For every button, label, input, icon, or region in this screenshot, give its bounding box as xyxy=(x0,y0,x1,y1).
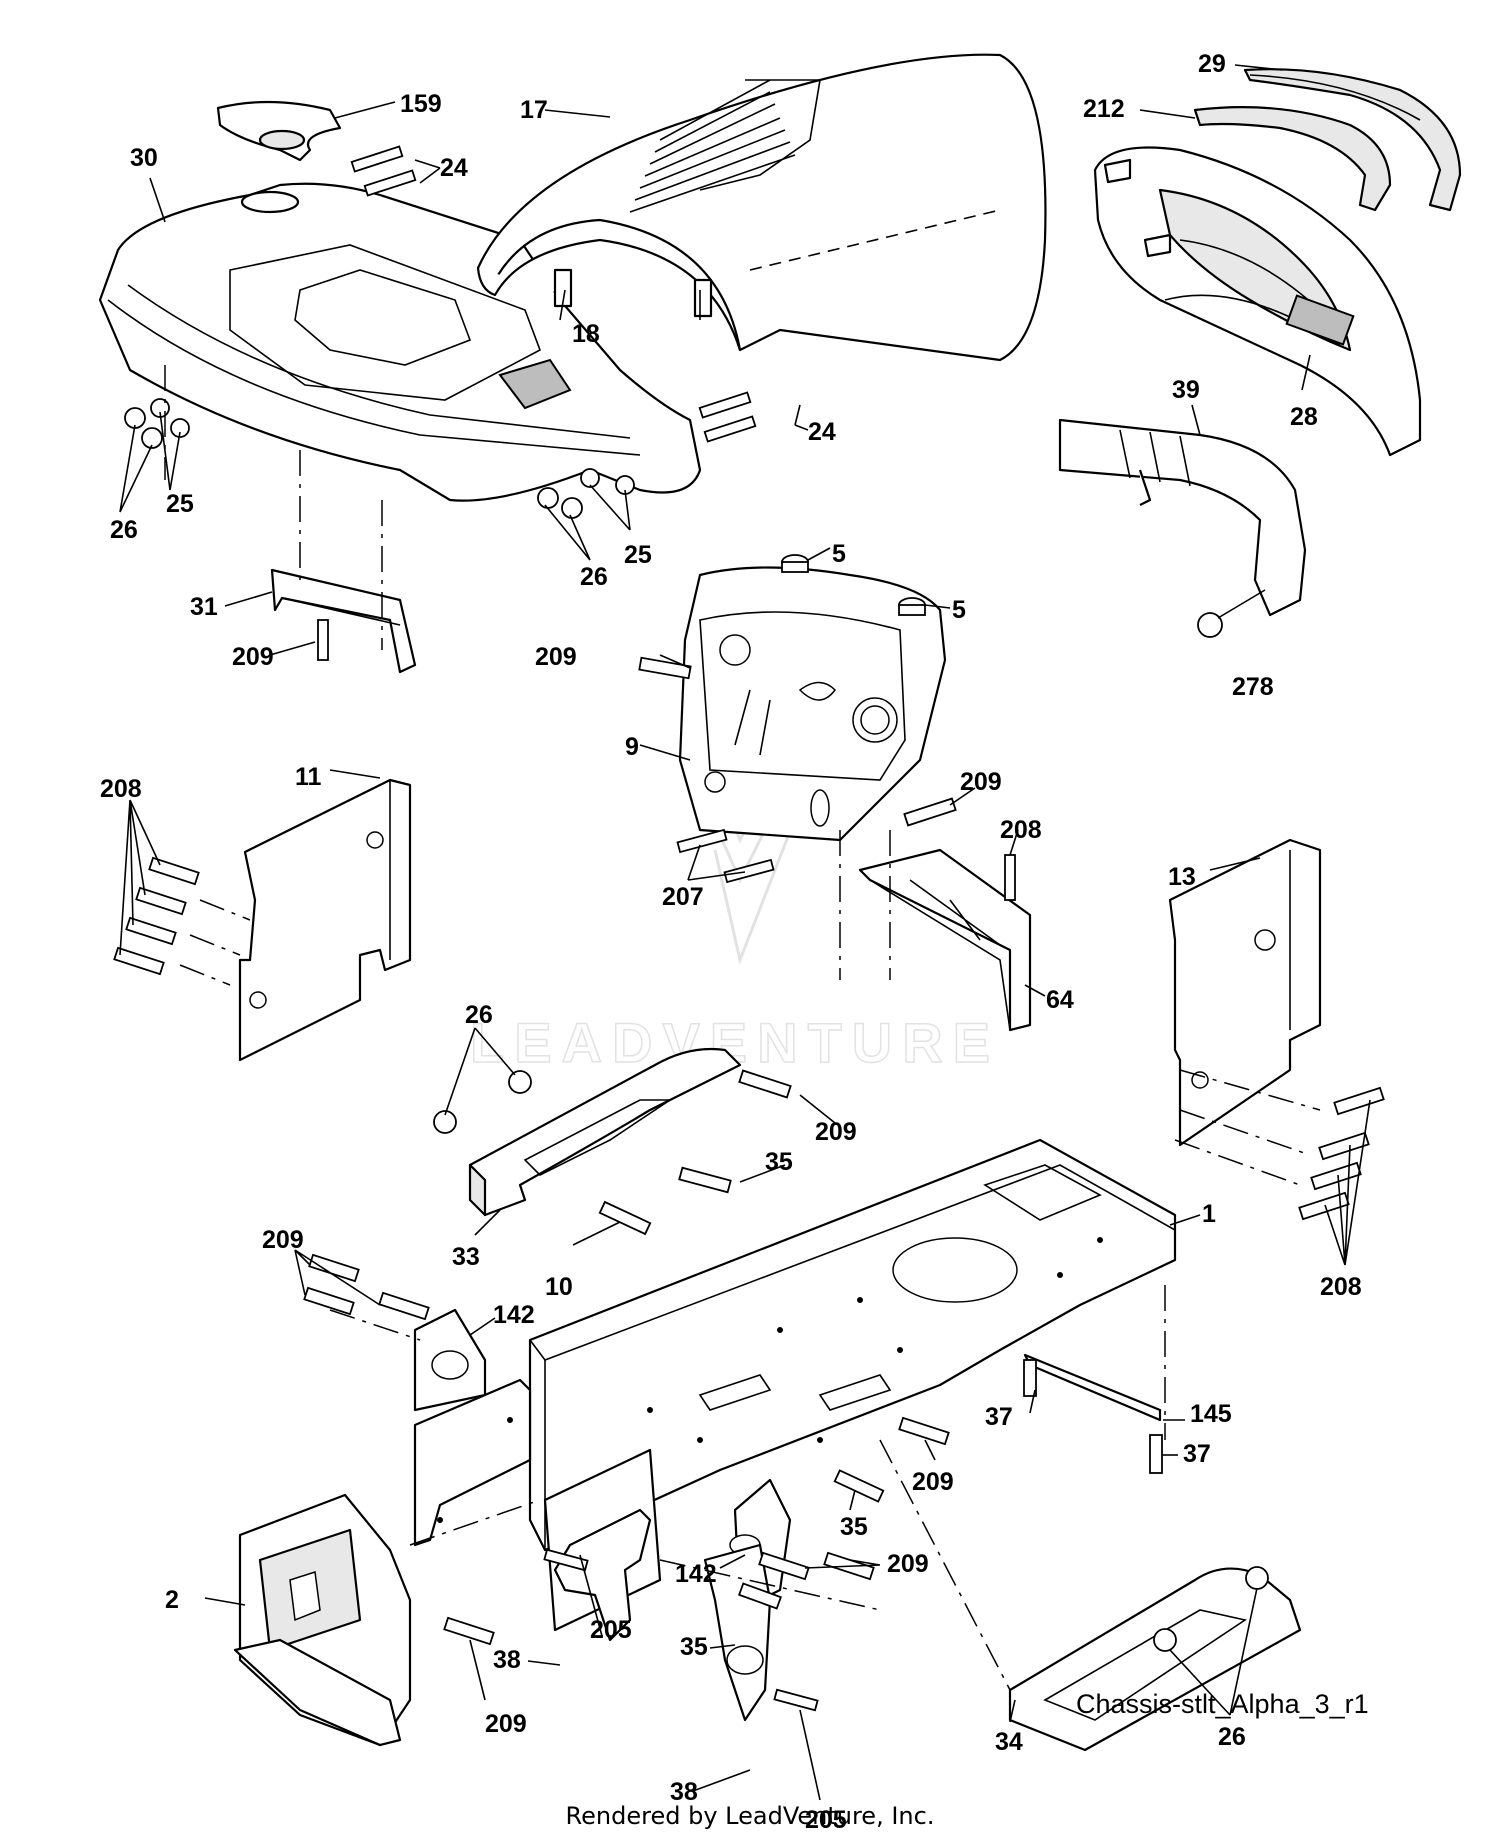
part-212-trim xyxy=(1193,106,1392,212)
callout-208: 208 xyxy=(100,775,142,803)
callout-25: 25 xyxy=(166,490,194,518)
callout-205: 205 xyxy=(805,1806,847,1834)
part-1-frame xyxy=(528,1138,1177,1552)
part-28-grille xyxy=(1093,146,1422,457)
callout-33: 33 xyxy=(452,1243,480,1271)
leader-lines xyxy=(119,64,1371,1801)
callout-142: 142 xyxy=(493,1301,535,1329)
part-2-bracket xyxy=(233,1493,412,1747)
callout-145: 145 xyxy=(1190,1400,1232,1428)
callout-38: 38 xyxy=(670,1778,698,1806)
callout-209: 209 xyxy=(912,1468,954,1496)
part-9-dash xyxy=(678,566,947,842)
assembly-lines xyxy=(164,365,1321,1691)
callout-142: 142 xyxy=(675,1560,717,1588)
callout-5: 5 xyxy=(832,540,846,568)
callout-24: 24 xyxy=(440,154,468,182)
callout-37: 37 xyxy=(1183,1440,1211,1468)
part-145-rod xyxy=(1023,1353,1162,1422)
part-39-bracket xyxy=(1058,418,1307,617)
callout-13: 13 xyxy=(1168,863,1196,891)
callout-35: 35 xyxy=(680,1633,708,1661)
hardware-fasteners xyxy=(113,145,1385,1712)
callout-209: 209 xyxy=(815,1118,857,1146)
callout-209: 209 xyxy=(485,1710,527,1738)
callouts: 159 24 30 17 18 29 212 28 39 278 26 25 2… xyxy=(100,50,1362,1834)
callout-18: 18 xyxy=(572,320,600,348)
diagram-title: Chassis-stlt_Alpha_3_r1 xyxy=(1076,1689,1369,1719)
render-credit: Rendered by LeadVenture, Inc. xyxy=(565,1802,935,1830)
part-30-fender xyxy=(98,182,702,502)
callout-1: 1 xyxy=(1202,1200,1216,1228)
part-159-cup xyxy=(216,100,342,162)
callout-25: 25 xyxy=(624,541,652,569)
part-33-footrest xyxy=(468,1047,742,1217)
part-5-knob-b xyxy=(898,597,926,616)
callout-31: 31 xyxy=(190,593,218,621)
callout-34: 34 xyxy=(995,1728,1023,1756)
callout-9: 9 xyxy=(625,733,639,761)
part-13-panel xyxy=(1168,838,1322,1147)
callout-26: 26 xyxy=(110,516,138,544)
callout-26: 26 xyxy=(1218,1723,1246,1751)
callout-278: 278 xyxy=(1232,673,1274,701)
callout-209: 209 xyxy=(960,768,1002,796)
callout-159: 159 xyxy=(400,90,442,118)
callout-24: 24 xyxy=(808,418,836,446)
part-17-hood xyxy=(476,53,1047,362)
callout-212: 212 xyxy=(1083,95,1125,123)
frame-front-plate xyxy=(413,1378,532,1547)
callout-29: 29 xyxy=(1198,50,1226,78)
part-5-knob-a xyxy=(781,554,809,573)
callout-209: 209 xyxy=(232,643,274,671)
callout-37: 37 xyxy=(985,1403,1013,1431)
callout-35: 35 xyxy=(765,1148,793,1176)
callout-17: 17 xyxy=(520,96,548,124)
part-278-screw xyxy=(1197,589,1266,638)
callout-11: 11 xyxy=(295,763,322,791)
callout-26: 26 xyxy=(465,1001,493,1029)
callout-38: 38 xyxy=(493,1646,521,1674)
callout-208: 208 xyxy=(1320,1273,1362,1301)
callout-30: 30 xyxy=(130,144,158,172)
part-38-bracket-a xyxy=(553,1508,652,1642)
callout-5: 5 xyxy=(952,596,966,624)
callout-209: 209 xyxy=(535,643,577,671)
callout-205: 205 xyxy=(590,1616,632,1644)
callout-28: 28 xyxy=(1290,403,1318,431)
callout-10: 10 xyxy=(545,1273,573,1301)
part-64-support xyxy=(858,848,1032,1032)
callout-39: 39 xyxy=(1172,376,1200,404)
part-142-bracket-a xyxy=(413,1308,487,1412)
callout-35: 35 xyxy=(840,1513,868,1541)
callout-2: 2 xyxy=(165,1586,179,1614)
callout-208: 208 xyxy=(1000,816,1042,844)
callout-26: 26 xyxy=(580,563,608,591)
part-11-panel xyxy=(238,778,412,1062)
part-34-footrest xyxy=(1008,1567,1302,1752)
callout-209: 209 xyxy=(262,1226,304,1254)
part-31-bracket xyxy=(270,568,417,674)
callout-207: 207 xyxy=(662,883,704,911)
part-29-trim xyxy=(1243,68,1462,212)
callout-64: 64 xyxy=(1046,986,1074,1014)
callout-209: 209 xyxy=(887,1550,929,1578)
